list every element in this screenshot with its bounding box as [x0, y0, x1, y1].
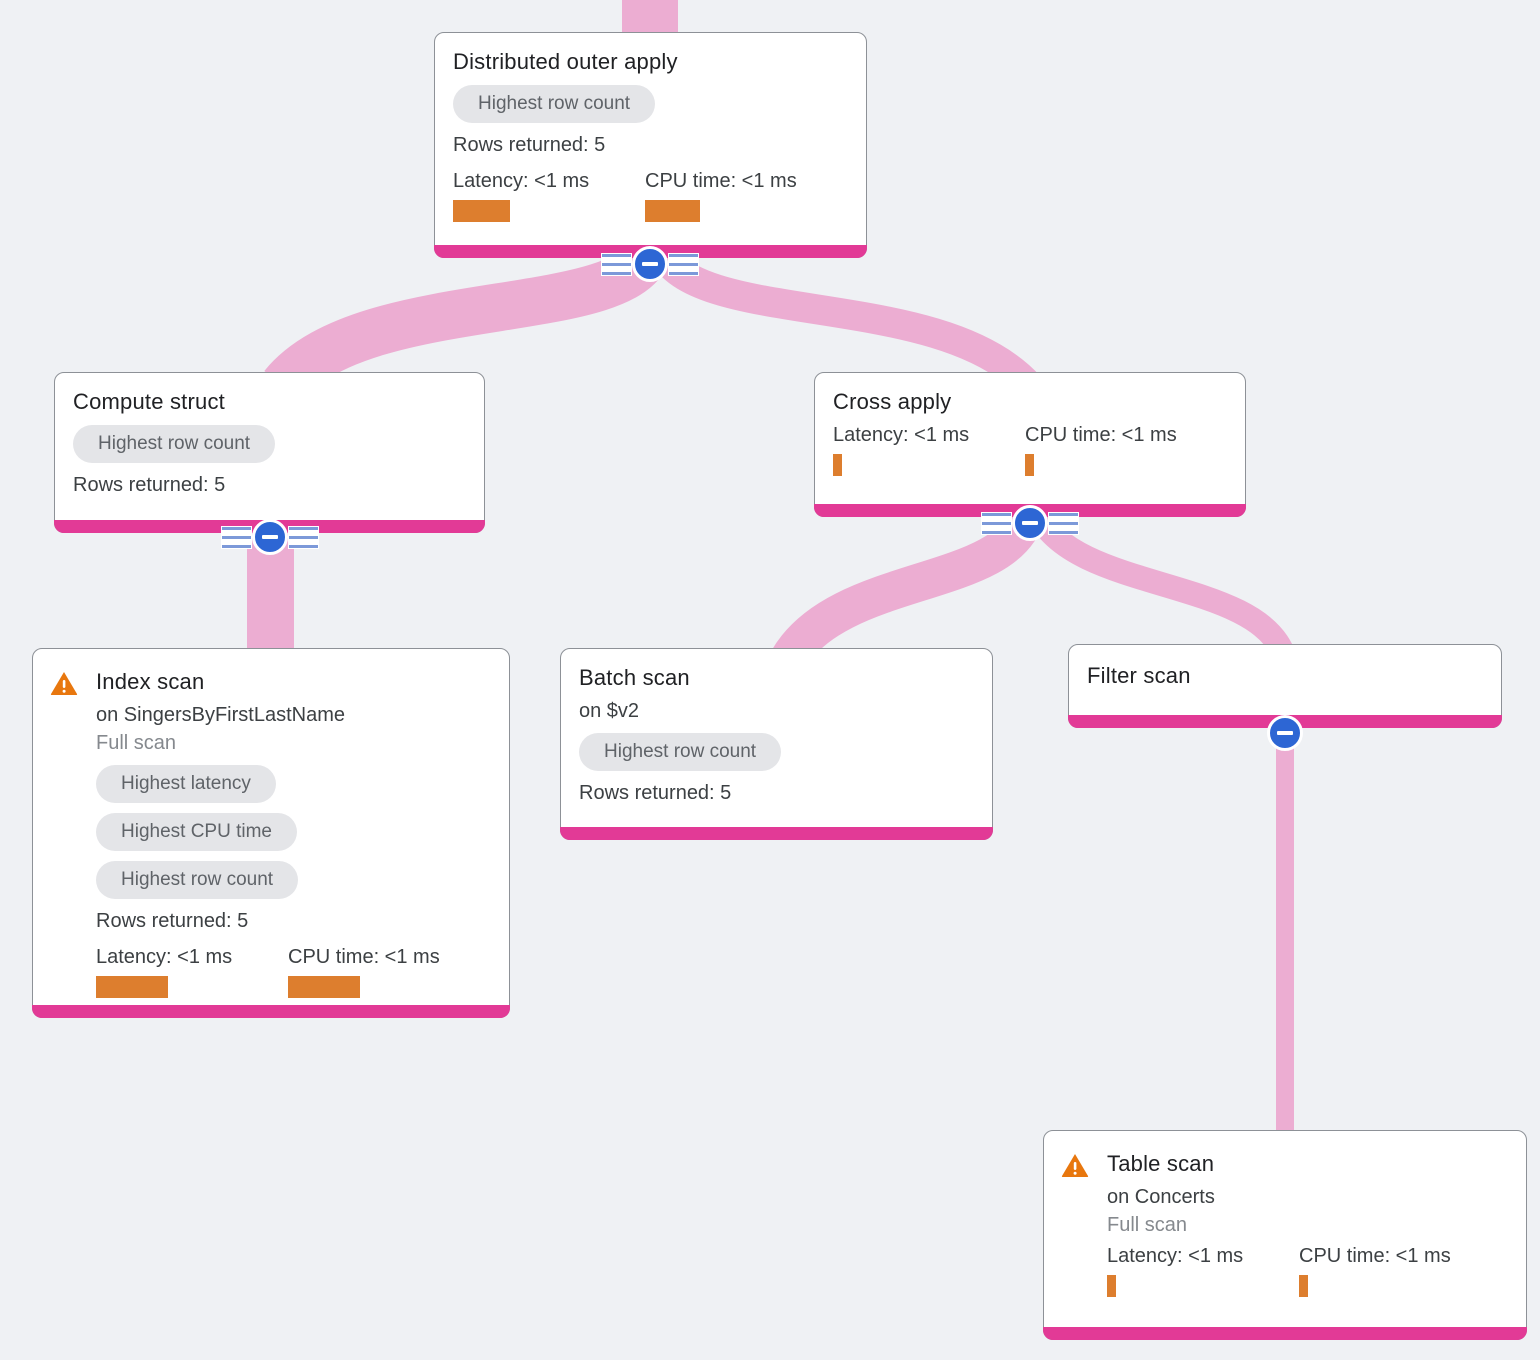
collapse-minus-icon [252, 519, 288, 555]
plan-node-batch-scan[interactable]: Batch scan on $v2 Highest row count Rows… [560, 648, 993, 840]
plan-node-distributed-outer-apply[interactable]: Distributed outer apply Highest row coun… [434, 32, 867, 258]
cpu-time-bar [1025, 454, 1034, 476]
latency-metric: Latency: <1 ms [833, 424, 1025, 476]
node-title: Index scan [96, 669, 205, 694]
cpu-time-metric: CPU time: <1 ms [1025, 424, 1217, 476]
collapse-stripe-right [668, 252, 699, 276]
highest-row-count-badge: Highest row count [73, 425, 276, 463]
rows-returned-label: Rows returned: 5 [73, 474, 226, 496]
cpu-time-metric: CPU time: <1 ms [645, 170, 837, 222]
node-footer-bar [1043, 1327, 1527, 1340]
edge-filter-scan-to-table-scan [1276, 726, 1294, 1138]
node-footer-bar [32, 1005, 510, 1018]
plan-node-compute-struct[interactable]: Compute struct Highest row count Rows re… [54, 372, 485, 533]
latency-metric: Latency: <1 ms [453, 170, 645, 222]
node-title: Distributed outer apply [453, 49, 678, 74]
collapse-stripe-left [221, 525, 252, 549]
edge-cross-apply-to-batch-scan [771, 507, 1045, 671]
scan-type-label: Full scan [96, 732, 177, 754]
node-subtitle: on SingersByFirstLastName [96, 704, 345, 726]
collapse-button-compute-struct[interactable] [221, 519, 319, 555]
cpu-time-label: CPU time: <1 ms [1025, 424, 1177, 446]
collapse-minus-icon [632, 246, 668, 282]
collapse-minus-icon [1267, 715, 1303, 751]
plan-node-filter-scan[interactable]: Filter scan [1068, 644, 1502, 728]
latency-label: Latency: <1 ms [96, 946, 233, 968]
cpu-time-metric: CPU time: <1 ms [288, 946, 480, 998]
edge-distributed-outer-apply-to-compute-struct [264, 240, 672, 403]
cpu-time-label: CPU time: <1 ms [1299, 1245, 1451, 1267]
cpu-time-label: CPU time: <1 ms [288, 946, 440, 968]
latency-metric: Latency: <1 ms [96, 946, 288, 998]
collapse-button-cross-apply[interactable] [981, 505, 1079, 541]
highest-row-count-badge: Highest row count [96, 861, 299, 899]
warning-icon [1061, 1154, 1089, 1177]
collapse-minus-icon [1012, 505, 1048, 541]
node-title: Filter scan [1087, 663, 1191, 688]
latency-bar [453, 200, 510, 222]
highest-row-count-badge: Highest row count [453, 85, 656, 123]
edge-distributed-outer-apply-to-cross-apply [647, 242, 1041, 397]
collapse-button-distributed-outer-apply[interactable] [601, 246, 699, 282]
cpu-time-bar [645, 200, 700, 222]
latency-label: Latency: <1 ms [453, 170, 590, 192]
plan-node-table-scan[interactable]: Table scan on Concerts Full scan Latency… [1043, 1130, 1527, 1340]
node-title: Table scan [1107, 1151, 1215, 1176]
latency-bar [1107, 1275, 1116, 1297]
latency-label: Latency: <1 ms [1107, 1245, 1244, 1267]
edge-cross-apply-to-filter-scan [1027, 508, 1296, 661]
plan-node-cross-apply[interactable]: Cross apply Latency: <1 ms CPU time: <1 … [814, 372, 1246, 517]
node-title: Compute struct [73, 389, 225, 414]
cpu-time-bar [288, 976, 360, 998]
latency-metric: Latency: <1 ms [1107, 1245, 1299, 1297]
highest-row-count-badge: Highest row count [579, 733, 782, 771]
node-subtitle: on Concerts [1107, 1186, 1215, 1208]
cpu-time-bar [1299, 1275, 1308, 1297]
cpu-time-label: CPU time: <1 ms [645, 170, 797, 192]
highest-latency-badge: Highest latency [96, 765, 276, 803]
node-footer-bar [560, 827, 993, 840]
collapse-stripe-left [601, 252, 632, 276]
collapse-stripe-right [288, 525, 319, 549]
latency-bar [833, 454, 842, 476]
collapse-stripe-right [1048, 511, 1079, 535]
collapse-button-filter-scan[interactable] [1267, 715, 1303, 751]
node-subtitle: on $v2 [579, 700, 640, 722]
latency-label: Latency: <1 ms [833, 424, 970, 446]
rows-returned-label: Rows returned: 5 [579, 782, 732, 804]
plan-node-index-scan[interactable]: Index scan on SingersByFirstLastName Ful… [32, 648, 510, 1018]
node-title: Cross apply [833, 389, 952, 414]
node-title: Batch scan [579, 665, 690, 690]
scan-type-label: Full scan [1107, 1214, 1188, 1236]
collapse-stripe-left [981, 511, 1012, 535]
cpu-time-metric: CPU time: <1 ms [1299, 1245, 1491, 1297]
warning-icon [50, 672, 78, 695]
rows-returned-label: Rows returned: 5 [453, 134, 606, 156]
rows-returned-label: Rows returned: 5 [96, 910, 249, 932]
latency-bar [96, 976, 168, 998]
highest-cpu-time-badge: Highest CPU time [96, 813, 297, 851]
